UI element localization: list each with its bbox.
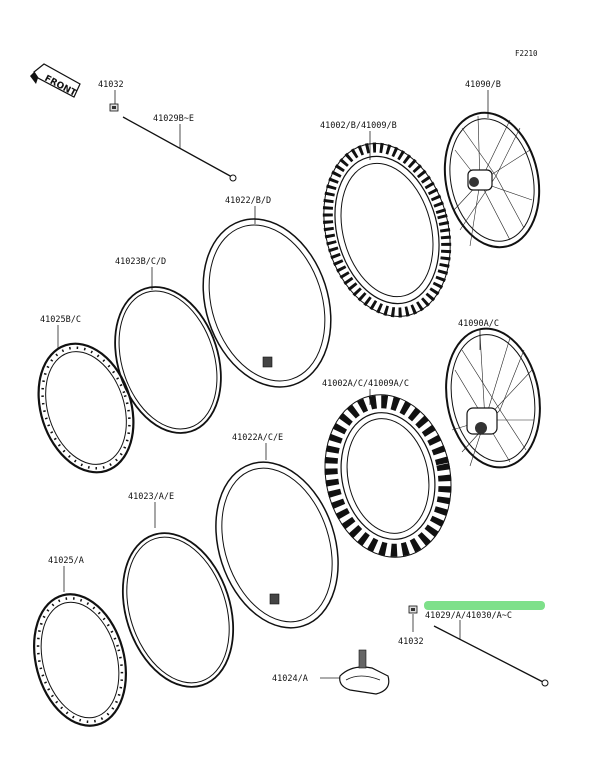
rim-band-lower bbox=[121, 532, 235, 688]
spoke-bottom bbox=[433, 625, 549, 687]
label-41024a: 41024/A bbox=[272, 674, 308, 684]
rim-lower bbox=[32, 593, 128, 727]
label-41029b: 41029B~E bbox=[153, 114, 194, 124]
label-41023a: 41023/A/E bbox=[128, 492, 174, 502]
label-41002a: 41002A/C/41009A/C bbox=[322, 379, 409, 389]
front-arrow-icon: FRONT bbox=[30, 63, 81, 99]
tube-upper bbox=[202, 218, 332, 388]
tire-upper bbox=[322, 142, 452, 318]
label-41090a: 41090A/C bbox=[458, 319, 499, 329]
label-41025b: 41025B/C bbox=[40, 315, 81, 325]
wheel-assembly-upper bbox=[443, 111, 541, 249]
label-41032-top: 41032 bbox=[98, 80, 124, 90]
rim-band-upper bbox=[114, 286, 222, 434]
tire-lower bbox=[324, 394, 452, 558]
rim-lock bbox=[339, 649, 390, 695]
label-41025a: 41025/A bbox=[48, 556, 84, 566]
spoke-top bbox=[122, 116, 237, 182]
label-41090b: 41090/B bbox=[465, 80, 501, 90]
label-41032-bottom: 41032 bbox=[398, 637, 424, 647]
label-41029a: 41029/A/41030/A~C bbox=[425, 611, 512, 621]
label-41022b: 41022/B/D bbox=[225, 196, 271, 206]
tube-lower bbox=[215, 461, 339, 629]
highlight-band bbox=[424, 601, 545, 610]
figure-code: F2210 bbox=[515, 49, 538, 58]
nipple-nut-bottom bbox=[408, 605, 418, 614]
label-41002b: 41002/B/41009/B bbox=[320, 121, 397, 131]
label-41023b: 41023B/C/D bbox=[115, 257, 166, 267]
wheel-assembly-lower bbox=[445, 327, 541, 469]
nipple-nut-top bbox=[109, 103, 119, 112]
rim-upper bbox=[37, 342, 135, 474]
label-41022a: 41022A/C/E bbox=[232, 433, 283, 443]
